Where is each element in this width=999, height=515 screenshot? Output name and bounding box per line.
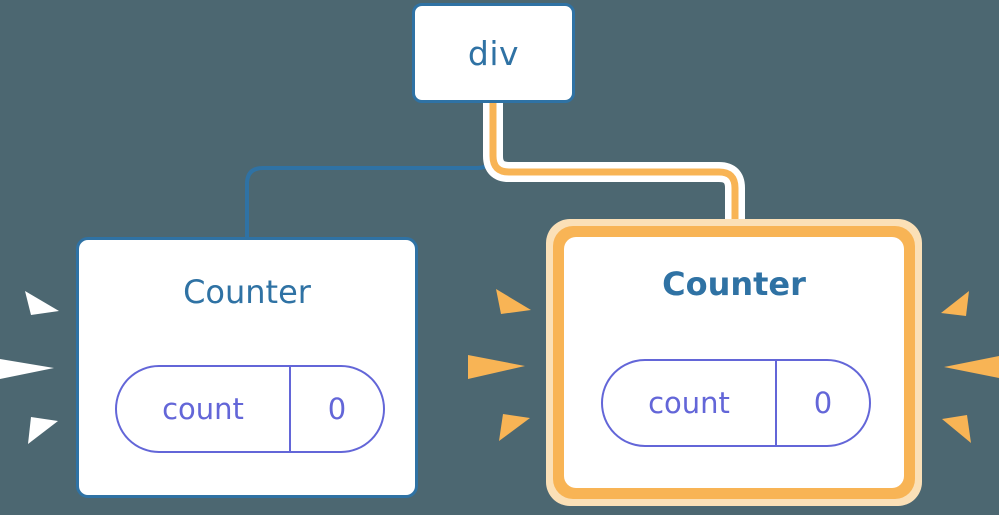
counter-left-state-pill: count 0 [115,365,385,453]
node-div[interactable]: div [412,3,575,103]
node-div-label: div [467,33,520,73]
sparkle-middle-icon [468,289,531,441]
sparkle-left-outer-icon [0,291,59,444]
connector-div-to-counter-right [489,99,739,241]
counter-right-state-key: count [648,386,730,420]
counter-right-state-divider [775,361,777,445]
node-counter-right[interactable]: Counter count 0 [564,237,904,488]
counter-right-title: Counter [662,265,806,303]
counter-left-state-value: 0 [327,392,347,426]
sparkle-right-outer-icon [941,291,999,443]
counter-left-state-divider [289,367,291,451]
counter-left-state-key: count [162,392,244,426]
counter-right-state-pill: count 0 [601,359,871,447]
counter-right-state-value: 0 [813,386,833,420]
node-counter-left[interactable]: Counter count 0 [76,237,418,498]
counter-left-title: Counter [183,273,311,311]
